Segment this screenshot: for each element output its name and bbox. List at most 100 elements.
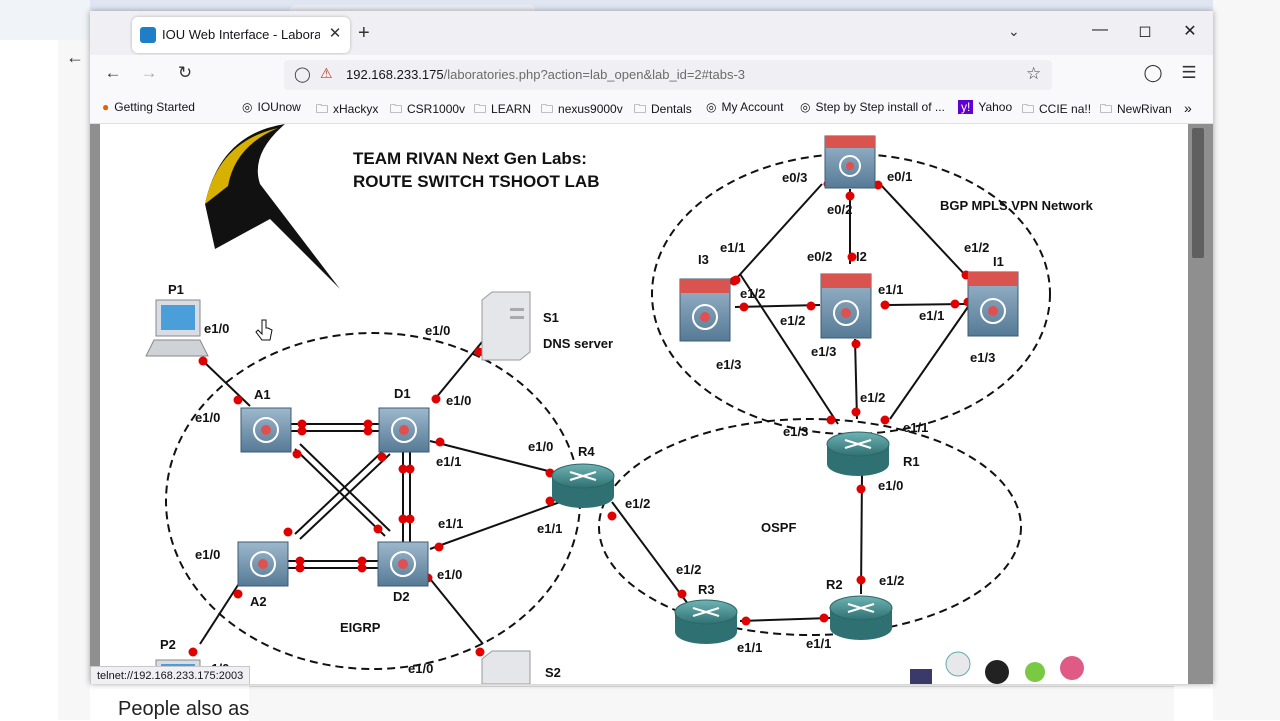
if-d1-r4: e1/1 — [436, 454, 461, 469]
ospf-area-boundary — [598, 418, 1022, 636]
bookmark-iounow[interactable]: ◎IOUnow — [242, 100, 301, 114]
forward-icon[interactable]: → — [140, 63, 158, 82]
if-r1-e13: e1/3 — [783, 424, 808, 439]
hand-cursor-icon — [255, 319, 273, 341]
if-a1: e1/0 — [195, 410, 220, 425]
if-i2-e02: e0/2 — [807, 249, 832, 264]
if-i1-e13: e1/3 — [970, 350, 995, 365]
pc-p1-icon[interactable] — [145, 299, 209, 357]
switch-i3-icon[interactable] — [679, 278, 731, 342]
if-s2: e1/0 — [408, 661, 433, 676]
page-content: TEAM RIVAN Next Gen Labs: ROUTE SWITCH T… — [90, 124, 1213, 684]
background-nav-column — [0, 40, 58, 720]
router-r2-icon[interactable] — [829, 595, 893, 640]
back-icon[interactable]: ← — [104, 63, 122, 82]
if-i3-e12: e1/2 — [740, 286, 765, 301]
if-r1-e12: e1/2 — [860, 390, 885, 405]
pocket-icon[interactable]: ◯ — [1143, 63, 1163, 82]
switch-top-icon[interactable] — [824, 135, 876, 189]
background-snippet-text: People also as — [118, 698, 250, 720]
bookmark-getting-started[interactable]: ●Getting Started — [102, 100, 195, 114]
if-r1-e11: e1/1 — [903, 420, 928, 435]
switch-a2-icon[interactable] — [237, 541, 289, 587]
if-i1-e11: e1/1 — [919, 308, 944, 323]
diagram-title-line2: ROUTE SWITCH TSHOOT LAB — [353, 172, 599, 191]
server-s2-icon[interactable] — [481, 650, 531, 684]
folder-icon: 🗀 — [390, 102, 403, 116]
bookmark-star-icon[interactable]: ☆ — [1026, 64, 1042, 83]
maximize-icon[interactable]: ◻ — [1138, 23, 1152, 40]
label-a1: A1 — [254, 387, 271, 402]
insecure-lock-icon[interactable]: ⚠ — [320, 65, 333, 81]
if-r1-e10: e1/0 — [878, 478, 903, 493]
interface-dots — [188, 179, 973, 657]
bookmark-yahoo[interactable]: y!Yahoo — [958, 100, 1012, 114]
tab-bar: IOU Web Interface - Laboratories ✕ + ⌄ —… — [90, 11, 1213, 55]
label-bgp-area: BGP MPLS VPN Network — [940, 198, 1094, 213]
folder-icon: 🗀 — [1022, 102, 1035, 116]
switch-i2-icon[interactable] — [820, 273, 872, 339]
menu-hamburger-icon[interactable]: ☰ — [1181, 63, 1197, 82]
label-d1: D1 — [394, 386, 411, 401]
bookmark-xhackyx[interactable]: 🗀xHackyx — [316, 100, 378, 121]
bookmark-ccie[interactable]: 🗀CCIE na!! — [1022, 100, 1091, 121]
reload-icon[interactable]: ↻ — [177, 63, 193, 82]
bookmarks-toolbar: ●Getting Started ◎IOUnow 🗀xHackyx 🗀CSR10… — [90, 95, 1213, 124]
cartoon-characters-image — [910, 651, 1084, 684]
list-all-tabs-chevron-icon[interactable]: ⌄ — [1008, 23, 1020, 39]
if-r4-e10: e1/0 — [528, 439, 553, 454]
bookmark-csr1000v[interactable]: 🗀CSR1000v — [390, 100, 465, 121]
address-bar[interactable]: ◯ ⚠ 192.168.233.175/laboratories.php?act… — [284, 60, 1052, 90]
tab-title: IOU Web Interface - Laboratories — [162, 27, 320, 42]
background-tab — [290, 5, 535, 15]
router-r4-icon[interactable] — [551, 463, 615, 508]
switch-d1-icon[interactable] — [378, 407, 430, 453]
folder-icon: 🗀 — [1100, 102, 1113, 116]
new-tab-plus-icon[interactable]: + — [358, 22, 370, 44]
globe-icon: ◎ — [706, 100, 717, 114]
more-bookmarks-chevron-icon[interactable]: » — [1184, 100, 1192, 116]
if-i1-e12: e1/2 — [964, 240, 989, 255]
if-top-e03: e0/3 — [782, 170, 807, 185]
label-i3: I3 — [698, 252, 709, 267]
label-r4: R4 — [578, 444, 595, 459]
scrollbar-thumb[interactable] — [1192, 128, 1204, 258]
switch-a1-icon[interactable] — [240, 407, 292, 453]
background-strip — [58, 40, 90, 720]
if-p1: e1/0 — [204, 321, 229, 336]
label-ospf-area: OSPF — [761, 520, 796, 535]
close-window-icon[interactable]: ✕ — [1183, 23, 1197, 40]
folder-icon: 🗀 — [634, 102, 647, 116]
minimize-icon[interactable]: — — [1092, 21, 1108, 38]
navigation-toolbar: ← → ↻ ◯ ⚠ 192.168.233.175/laboratories.p… — [90, 55, 1213, 95]
router-r3-icon[interactable] — [674, 599, 738, 644]
background-back-icon[interactable]: ← — [66, 47, 84, 67]
label-s1: S1 — [543, 310, 559, 325]
bookmark-dentals[interactable]: 🗀Dentals — [634, 100, 692, 121]
tracking-protection-shield-icon[interactable]: ◯ — [294, 66, 311, 83]
server-s1-icon[interactable] — [481, 291, 531, 361]
bookmark-newrivan[interactable]: 🗀NewRivan — [1100, 100, 1172, 121]
if-top-e01: e0/1 — [887, 169, 912, 184]
switch-d2-icon[interactable] — [377, 541, 429, 587]
topology-diagram: TEAM RIVAN Next Gen Labs: ROUTE SWITCH T… — [145, 124, 1094, 684]
bookmark-my-account[interactable]: ◎My Account — [706, 100, 784, 114]
bookmark-nexus9000v[interactable]: 🗀nexus9000v — [541, 100, 623, 121]
router-r1-icon[interactable] — [826, 431, 890, 476]
active-tab[interactable]: IOU Web Interface - Laboratories ✕ — [132, 17, 350, 53]
bookmark-step-by-step[interactable]: ◎Step by Step install of ... — [800, 100, 945, 114]
label-i2: I2 — [856, 249, 867, 264]
diagram-title-line1: TEAM RIVAN Next Gen Labs: — [353, 149, 587, 168]
globe-icon: ◎ — [242, 100, 253, 114]
bookmark-learn[interactable]: 🗀LEARN — [474, 100, 531, 121]
team-rivan-logo — [205, 124, 340, 289]
switch-i1-icon[interactable] — [967, 271, 1019, 337]
if-top-e02: e0/2 — [827, 202, 852, 217]
url-host: 192.168.233.175/laboratories.php?action=… — [346, 67, 746, 82]
folder-icon: 🗀 — [541, 102, 554, 116]
tab-close-icon[interactable]: ✕ — [328, 25, 342, 42]
label-i1: I1 — [993, 254, 1004, 269]
label-p1: P1 — [168, 282, 184, 297]
url-path: /laboratories.php?action=lab_open&lab_id… — [443, 67, 746, 82]
left-frame-border — [90, 124, 100, 684]
